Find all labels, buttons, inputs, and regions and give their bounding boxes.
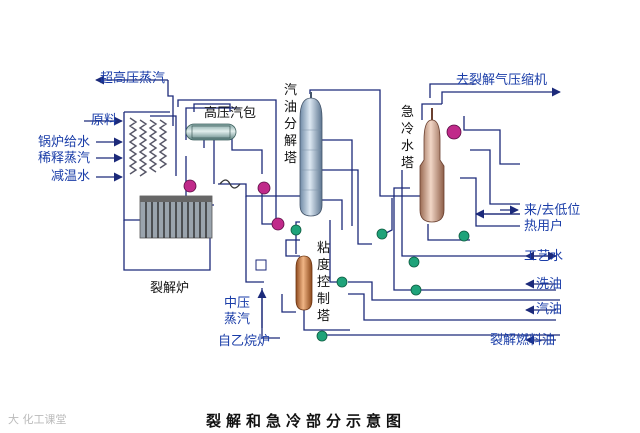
tle-exchanger-3: [271, 217, 285, 231]
mixing-box: [255, 259, 267, 271]
label-hp-steam-drum: 高压汽包: [204, 106, 257, 121]
label-lp-heat-users: 来/去低位热用户: [524, 203, 581, 234]
label-pyrolysis-fuel-oil: 裂解燃料油: [490, 333, 556, 348]
furnace-convection-coils: [128, 117, 168, 177]
diagram-title: 裂解和急冷部分示意图: [206, 412, 407, 430]
pump-2-icon: [336, 276, 348, 288]
steam-superheater-icon: [219, 179, 241, 189]
label-to-compressor: 去裂解气压缩机: [456, 73, 548, 88]
pump-3-icon: [316, 330, 328, 342]
label-desuperheat-water: 减温水: [51, 169, 91, 184]
watermark: 大 化工课堂: [8, 413, 67, 426]
heat-exchangers: [183, 124, 462, 231]
label-boiler-feedwater: 锅炉给水: [38, 135, 91, 150]
label-gasoline: 汽油: [536, 302, 563, 317]
quench-exchanger: [446, 124, 462, 140]
label-dilution-steam: 稀释蒸汽: [38, 151, 91, 166]
hp-steam-drum: [185, 123, 237, 141]
pump-5-icon: [408, 256, 420, 268]
tle-exchanger-1: [183, 179, 197, 193]
label-wash-oil: 洗油: [536, 277, 563, 292]
gasoline-fractionator-vessel: [299, 92, 323, 217]
pumps: [290, 224, 470, 342]
label-quench-water-tower: 急冷水塔: [400, 105, 414, 171]
label-mp-steam: 中压蒸汽: [224, 296, 251, 327]
pump-6-icon: [410, 284, 422, 296]
label-cracking-furnace: 裂解炉: [150, 281, 190, 296]
quench-water-tower-vessel: [419, 108, 445, 223]
pump-7-icon: [458, 230, 470, 242]
label-process-water: 工艺水: [524, 249, 564, 264]
label-feed: 原料: [91, 113, 118, 128]
label-from-ethane-furnace: 自乙烷炉: [218, 334, 271, 349]
viscosity-control-tower-vessel: [295, 255, 313, 311]
tle-exchanger-2: [257, 181, 271, 195]
cracking-furnace-radiant: [139, 195, 213, 239]
label-super-hp-steam: 超高压蒸汽: [100, 71, 166, 86]
pump-1-icon: [290, 224, 302, 236]
label-gasoline-fractionator: 汽油分解塔: [283, 83, 297, 166]
pump-4-icon: [376, 228, 388, 240]
label-viscosity-control-tower: 粘度控制塔: [316, 241, 330, 324]
